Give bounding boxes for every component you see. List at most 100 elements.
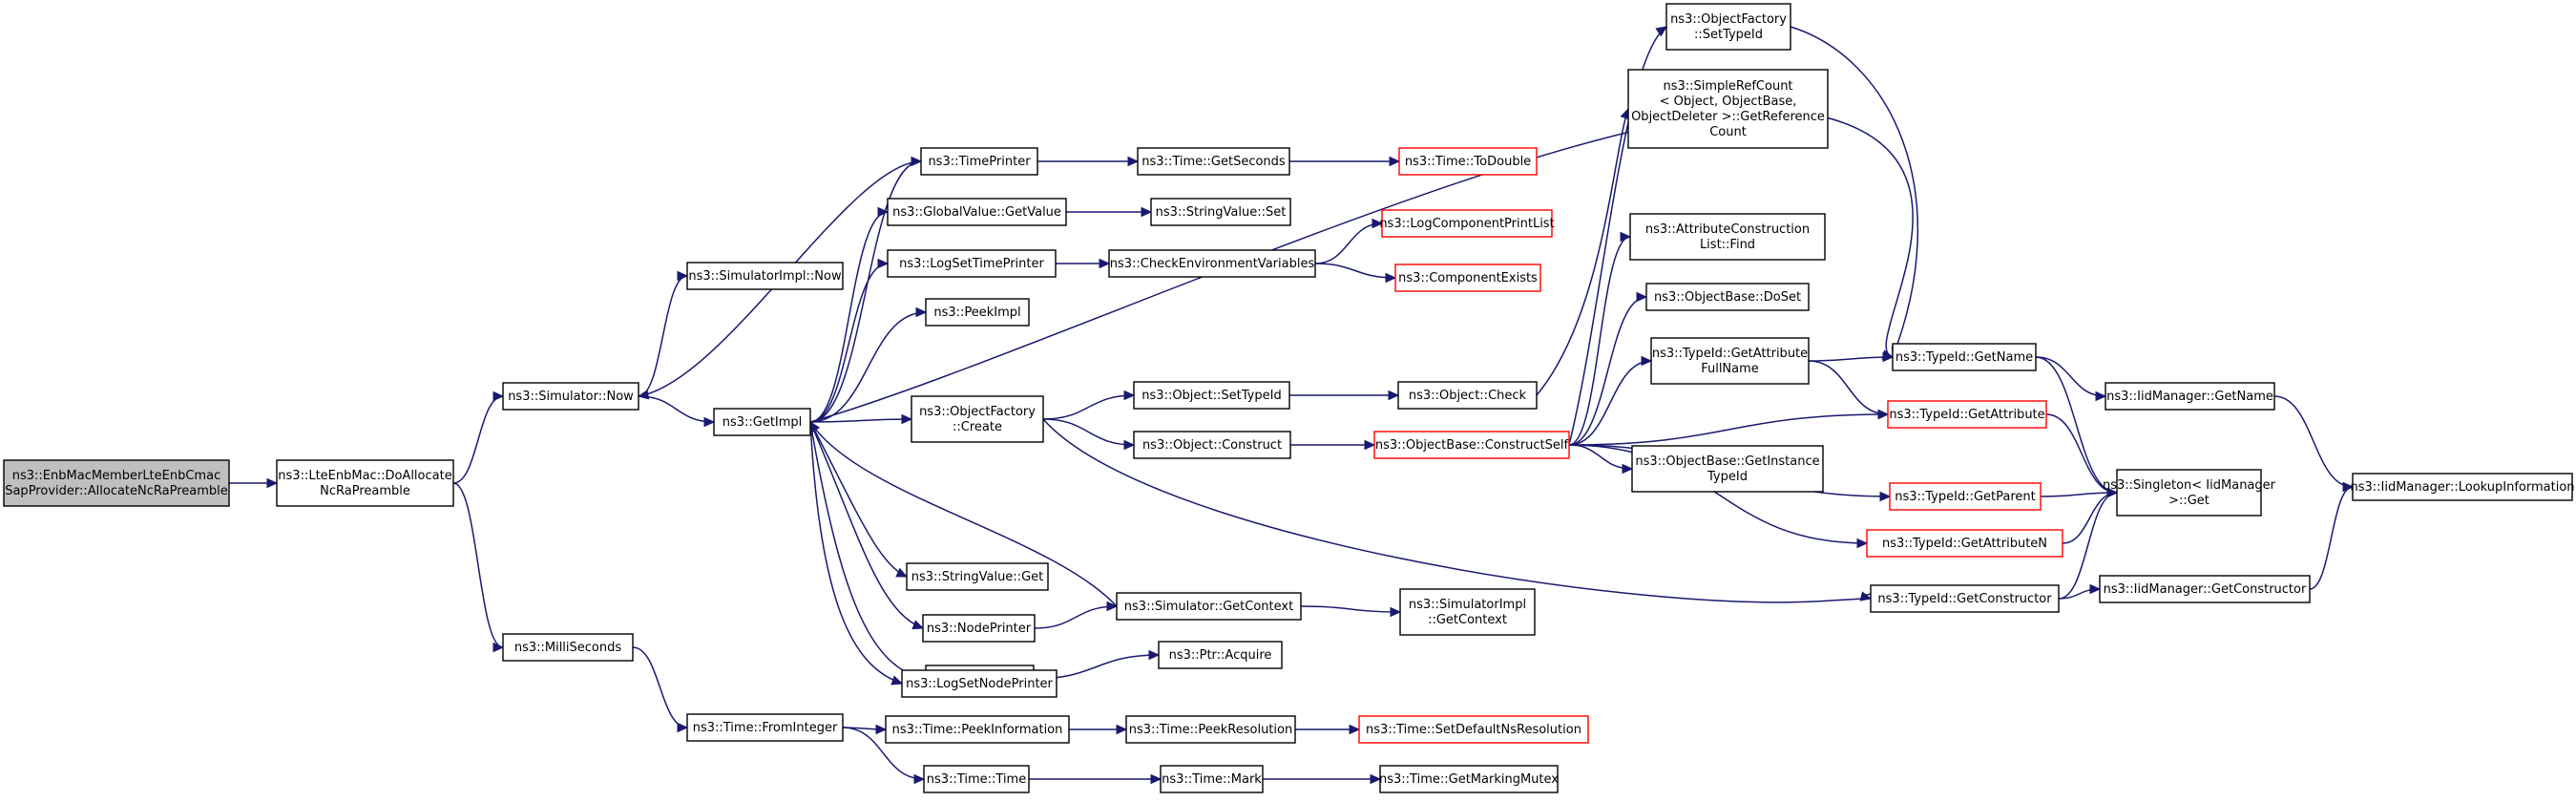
arrowhead xyxy=(1879,491,1892,502)
node-box xyxy=(1133,381,1290,410)
node-label: ns3::LogSetNodePrinter xyxy=(906,677,1053,691)
node-ns3-simulatorimpl-now[interactable]: ns3::SimulatorImpl::Now xyxy=(686,262,844,290)
node-label: Count xyxy=(1709,125,1747,139)
node-ns3-stringvalue-set[interactable]: ns3::StringValue::Set xyxy=(1150,198,1291,226)
arrowhead xyxy=(1622,463,1634,475)
edge-n6-to-n11 xyxy=(809,306,928,423)
edge-n24-to-n6 xyxy=(809,420,1118,607)
node-label: ns3::LogSetTimePrinter xyxy=(899,257,1044,271)
node-label: ns3::ObjectBase::GetInstance xyxy=(1635,454,1819,469)
arrowhead xyxy=(1364,439,1376,451)
edge-n7-to-n18 xyxy=(842,727,926,785)
node-ns3-componentexists[interactable]: ns3::ComponentExists xyxy=(1394,264,1541,292)
node-label: ns3::LogComponentPrintList xyxy=(1379,217,1554,231)
node-ns3-objectfactory-settypeid[interactable]: ns3::ObjectFactory::SetTypeId xyxy=(1665,3,1791,51)
node-ns3-object-check[interactable]: ns3::Object::Check xyxy=(1397,381,1538,410)
node-box xyxy=(2352,473,2573,501)
node-ns3-iidmanager-getname[interactable]: ns3::IidManager::GetName xyxy=(2105,382,2275,411)
node-ns3-enbmacmemberlteenbcmac-sapprovider-allocatencrapreamble[interactable]: ns3::EnbMacMemberLteEnbCmacSapProvider::… xyxy=(3,459,230,507)
node-ns3-checkenvironmentvariables[interactable]: ns3::CheckEnvironmentVariables xyxy=(1108,249,1316,278)
arrowhead xyxy=(1877,409,1890,420)
edge-n32-to-n36 xyxy=(1568,26,1668,446)
node-label: ns3::ObjectBase::ConstructSelf xyxy=(1375,438,1569,453)
node-ns3-time-getseconds[interactable]: ns3::Time::GetSeconds xyxy=(1137,147,1290,176)
node-ns3-simulatorimpl-getcontext[interactable]: ns3::SimulatorImpl::GetContext xyxy=(1399,588,1536,636)
node-ns3-stringvalue-get[interactable]: ns3::StringValue::Get xyxy=(906,562,1049,591)
edge-n6-to-n15 xyxy=(809,421,928,683)
arrowhead xyxy=(1141,206,1153,218)
node-box xyxy=(1631,445,1824,493)
node-label: ns3::Time::GetMarkingMutex xyxy=(1379,772,1559,787)
edge-n24-to-n33 xyxy=(1300,605,1402,618)
node-box xyxy=(1160,765,1264,793)
node-ns3-iidmanager-getconstructor[interactable]: ns3::IidManager::GetConstructor xyxy=(2099,575,2311,603)
node-ns3-objectfactory-create[interactable]: ns3::ObjectFactory::Create xyxy=(911,395,1044,443)
node-label: ns3::Ptr::Acquire xyxy=(1169,648,1272,663)
node-ns3-globalvalue-getvalue[interactable]: ns3::GlobalValue::GetValue xyxy=(887,198,1067,226)
node-label: ns3::Time::FromInteger xyxy=(693,721,838,735)
node-ns3-logsettimeprinter[interactable]: ns3::LogSetTimePrinter xyxy=(887,249,1057,278)
node-box xyxy=(911,395,1044,443)
node-ns3-time-frominteger[interactable]: ns3::Time::FromInteger xyxy=(686,713,844,742)
node-ns3-time-setdefaultnsresolution[interactable]: ns3::Time::SetDefaultNsResolution xyxy=(1358,715,1589,744)
edge-n6-to-n13 xyxy=(809,421,909,578)
node-ns3-time-peekinformation[interactable]: ns3::Time::PeekInformation xyxy=(885,715,1070,744)
node-label: ns3::Time::PeekInformation xyxy=(892,723,1063,737)
node-ns3-peekimpl[interactable]: ns3::PeekImpl xyxy=(925,298,1030,327)
node-ns3-typeid-getattribute[interactable]: ns3::TypeId::GetAttribute xyxy=(1887,400,2047,429)
node-ns3-iidmanager-lookupinformation[interactable]: ns3::IidManager::LookupInformation xyxy=(2350,473,2575,501)
node-label: ::GetContext xyxy=(1428,613,1507,627)
node-ns3-object-settypeid[interactable]: ns3::Object::SetTypeId xyxy=(1133,381,1290,410)
arrowhead xyxy=(1370,773,1382,785)
node-ns3-ptr-acquire[interactable]: ns3::Ptr::Acquire xyxy=(1158,641,1283,669)
node-box xyxy=(923,765,1030,793)
edge-n40-to-n43 xyxy=(1808,351,1895,363)
node-label: ns3::PeekImpl xyxy=(933,306,1020,320)
node-label: ns3::TypeId::GetAttribute xyxy=(1889,408,2044,422)
node-ns3-time-todouble[interactable]: ns3::Time::ToDouble xyxy=(1398,147,1538,176)
node-ns3-typeid-getattributen[interactable]: ns3::TypeId::GetAttributeN xyxy=(1866,529,2063,558)
node-ns3-typeid-getparent[interactable]: ns3::TypeId::GetParent xyxy=(1889,482,2042,511)
arrowhead xyxy=(877,206,890,218)
node-label: ns3::Time::SetDefaultNsResolution xyxy=(1366,723,1581,737)
node-ns3-nodeprinter[interactable]: ns3::NodePrinter xyxy=(922,614,1036,643)
node-ns3-logsetnodeprinter[interactable]: ns3::LogSetNodePrinter xyxy=(901,669,1058,698)
node-ns3-time-mark[interactable]: ns3::Time::Mark xyxy=(1160,765,1264,793)
node-box xyxy=(906,562,1049,591)
node-ns3-objectbase-constructself[interactable]: ns3::ObjectBase::ConstructSelf xyxy=(1373,431,1570,459)
node-ns3-time-time[interactable]: ns3::Time::Time xyxy=(923,765,1030,793)
arrowhead xyxy=(2089,583,2102,595)
node-ns3-simulator-getcontext[interactable]: ns3::Simulator::GetContext xyxy=(1116,592,1302,621)
node-box xyxy=(276,459,454,507)
arrowhead xyxy=(1106,601,1119,612)
node-ns3-object-construct[interactable]: ns3::Object::Construct xyxy=(1133,431,1291,459)
node-label: ns3::Singleton< IidManager xyxy=(2103,478,2276,493)
arrowhead xyxy=(2106,487,2119,498)
node-ns3-simplerefcount-object-objectbase-objectdeleter-getreference-count[interactable]: ns3::SimpleRefCount< Object, ObjectBase,… xyxy=(1627,69,1829,149)
node-box xyxy=(1889,482,2042,511)
node-ns3-timeprinter[interactable]: ns3::TimePrinter xyxy=(920,147,1038,176)
node-ns3-singleton-iidmanager-get[interactable]: ns3::Singleton< IidManager>::Get xyxy=(2103,469,2276,517)
node-ns3-time-peekresolution[interactable]: ns3::Time::PeekResolution xyxy=(1125,715,1296,744)
node-ns3-milliseconds[interactable]: ns3::MilliSeconds xyxy=(502,633,634,662)
node-label: ns3::Time::GetSeconds xyxy=(1141,155,1286,169)
node-label: ns3::Object::Check xyxy=(1409,389,1527,403)
node-ns3-objectbase-doset[interactable]: ns3::ObjectBase::DoSet xyxy=(1645,283,1810,311)
arrowhead xyxy=(1349,724,1361,735)
node-ns3-typeid-getconstructor[interactable]: ns3::TypeId::GetConstructor xyxy=(1870,584,2060,613)
edge-n17-to-n26 xyxy=(1069,724,1128,735)
node-ns3-logcomponentprintlist[interactable]: ns3::LogComponentPrintList xyxy=(1379,209,1555,238)
node-ns3-typeid-getname[interactable]: ns3::TypeId::GetName xyxy=(1892,343,2037,371)
edge-n18-to-n27 xyxy=(1029,773,1162,785)
node-ns3-simulator-now[interactable]: ns3::Simulator::Now xyxy=(502,382,639,411)
arrowhead xyxy=(492,642,505,653)
node-box xyxy=(1133,431,1291,459)
edge-n6-to-n9 xyxy=(809,206,890,423)
node-label: ns3::Simulator::Now xyxy=(508,390,634,404)
node-ns3-getimpl[interactable]: ns3::GetImpl xyxy=(713,408,811,436)
node-ns3-time-getmarkingmutex[interactable]: ns3::Time::GetMarkingMutex xyxy=(1379,765,1559,793)
